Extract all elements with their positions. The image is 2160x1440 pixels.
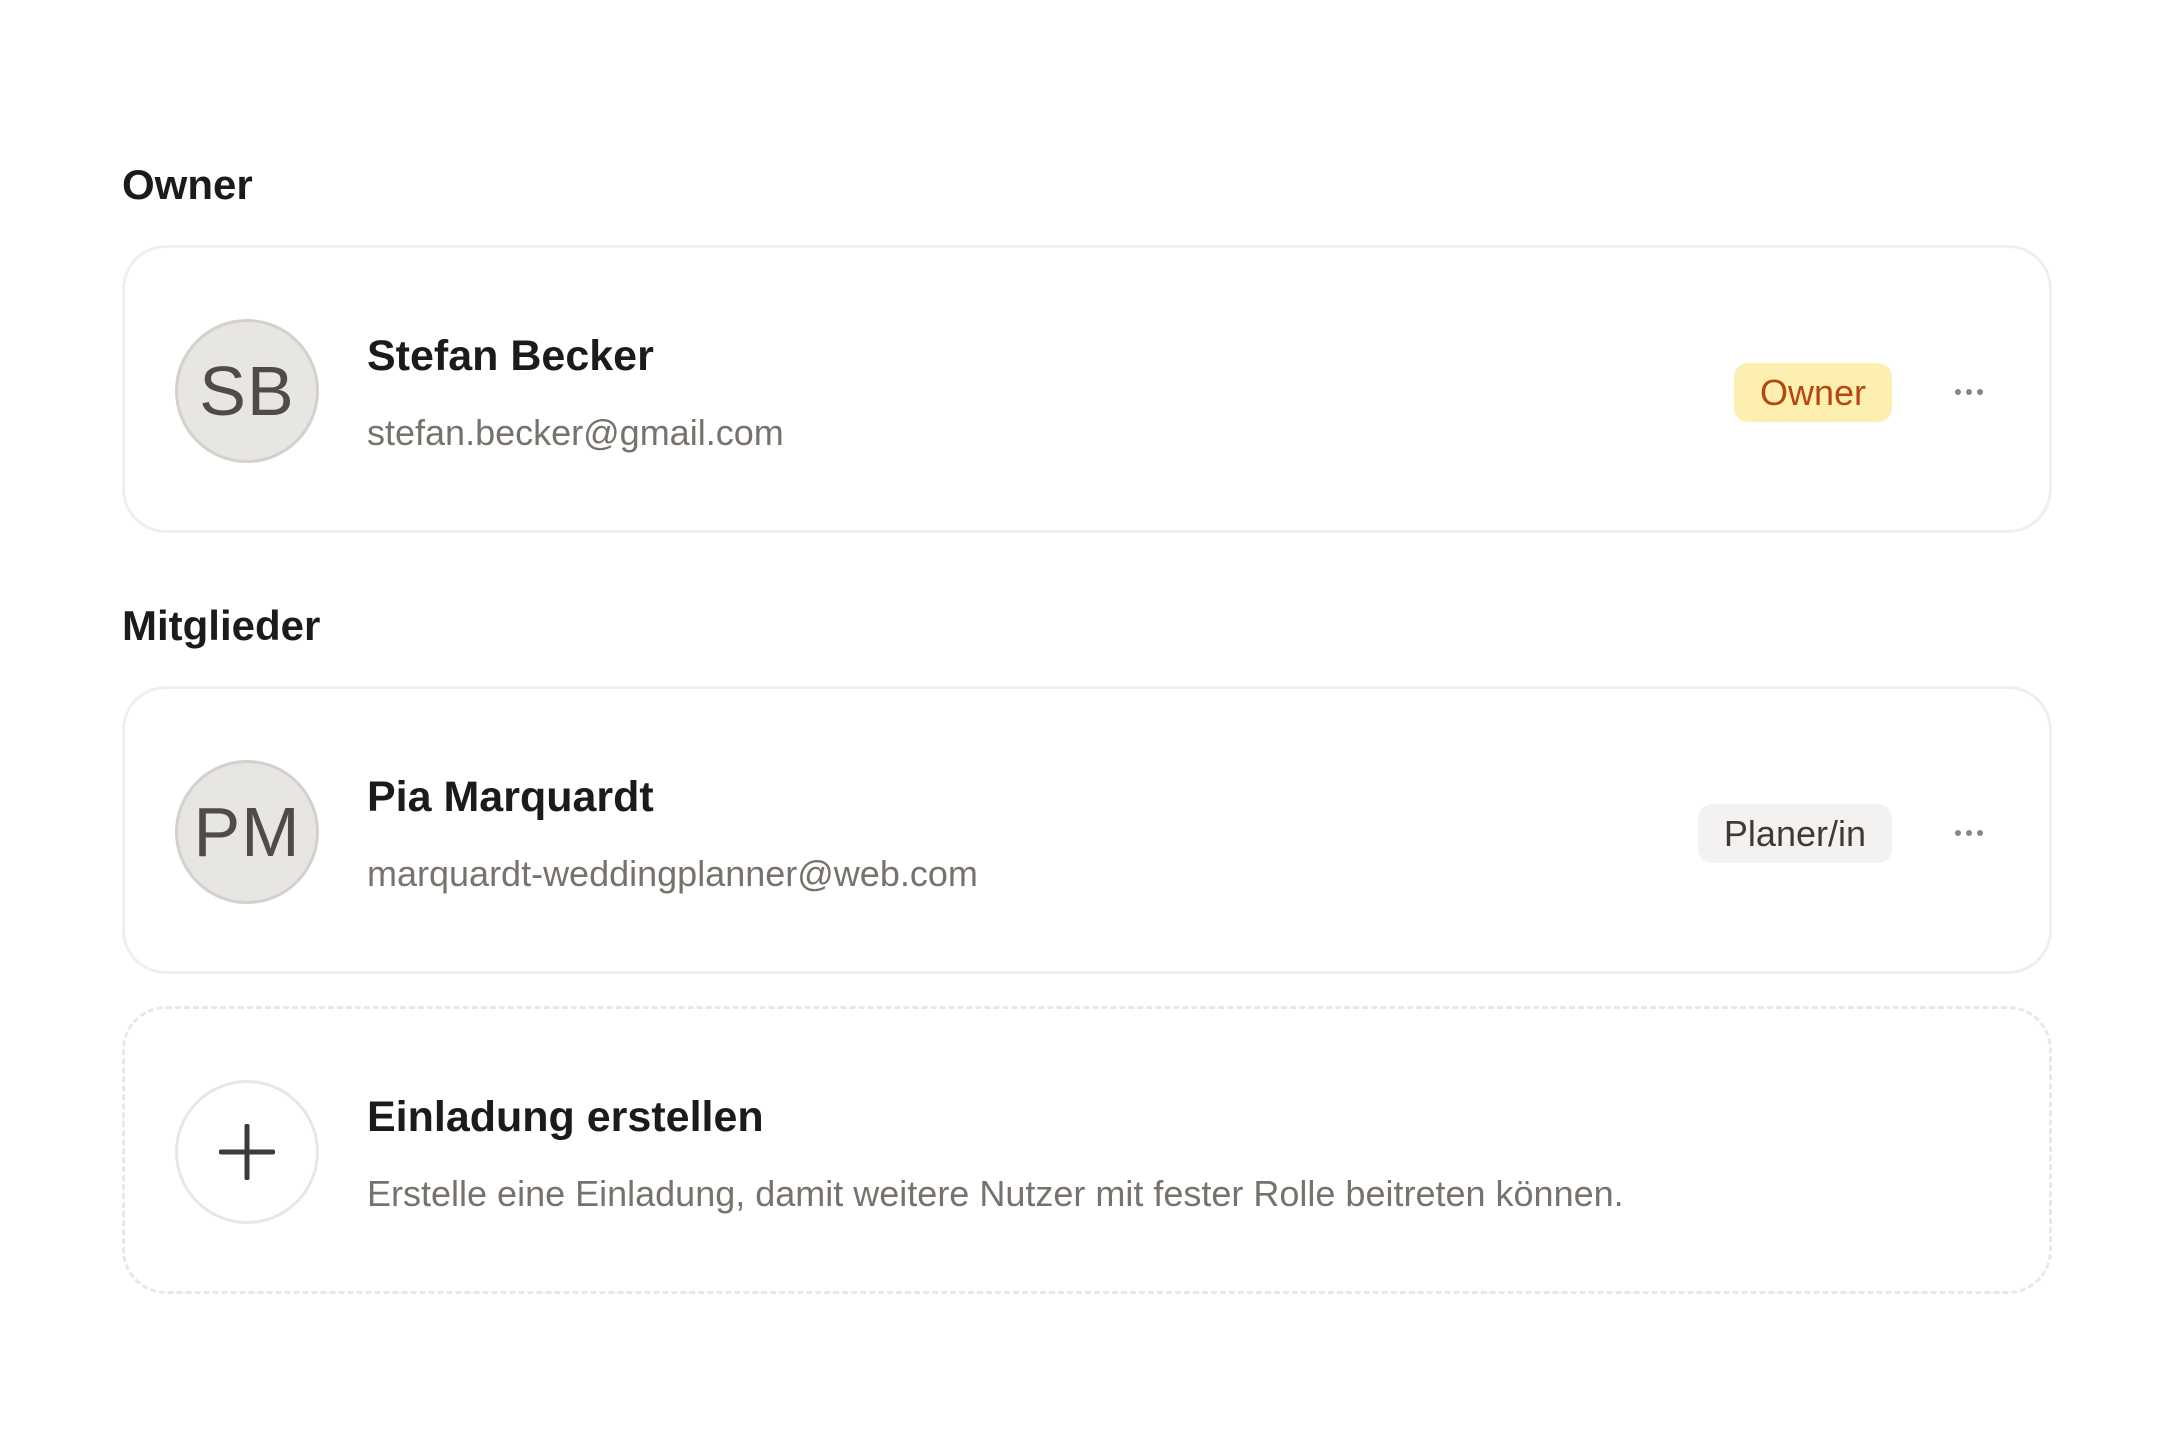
more-options-button[interactable] [1949,813,1989,853]
role-badge-planner[interactable]: Planer/in [1697,804,1892,863]
plus-icon [219,1124,275,1180]
role-badge-owner: Owner [1733,363,1892,422]
member-card: PM Pia Marquardt marquardt-weddingplanne… [122,686,2052,974]
avatar: PM [175,760,319,904]
invite-description: Erstelle eine Einladung, damit weitere N… [367,1173,1624,1214]
more-horizontal-icon [1955,389,1983,395]
member-name: Stefan Becker [367,332,654,380]
avatar-initials: PM [193,793,301,871]
member-email: marquardt-weddingplanner@web.com [367,853,978,894]
avatar: SB [175,319,319,463]
invite-title: Einladung erstellen [367,1093,764,1141]
add-invite-button[interactable] [175,1080,319,1224]
owner-card: SB Stefan Becker stefan.becker@gmail.com… [122,245,2052,533]
members-section-title: Mitglieder [122,602,321,649]
more-options-button[interactable] [1949,372,1989,412]
owner-section-title: Owner [122,161,253,208]
create-invite-card[interactable]: Einladung erstellen Erstelle eine Einlad… [122,1006,2052,1294]
more-horizontal-icon [1955,830,1983,836]
member-email: stefan.becker@gmail.com [367,412,784,453]
avatar-initials: SB [199,352,295,430]
member-name: Pia Marquardt [367,773,654,821]
